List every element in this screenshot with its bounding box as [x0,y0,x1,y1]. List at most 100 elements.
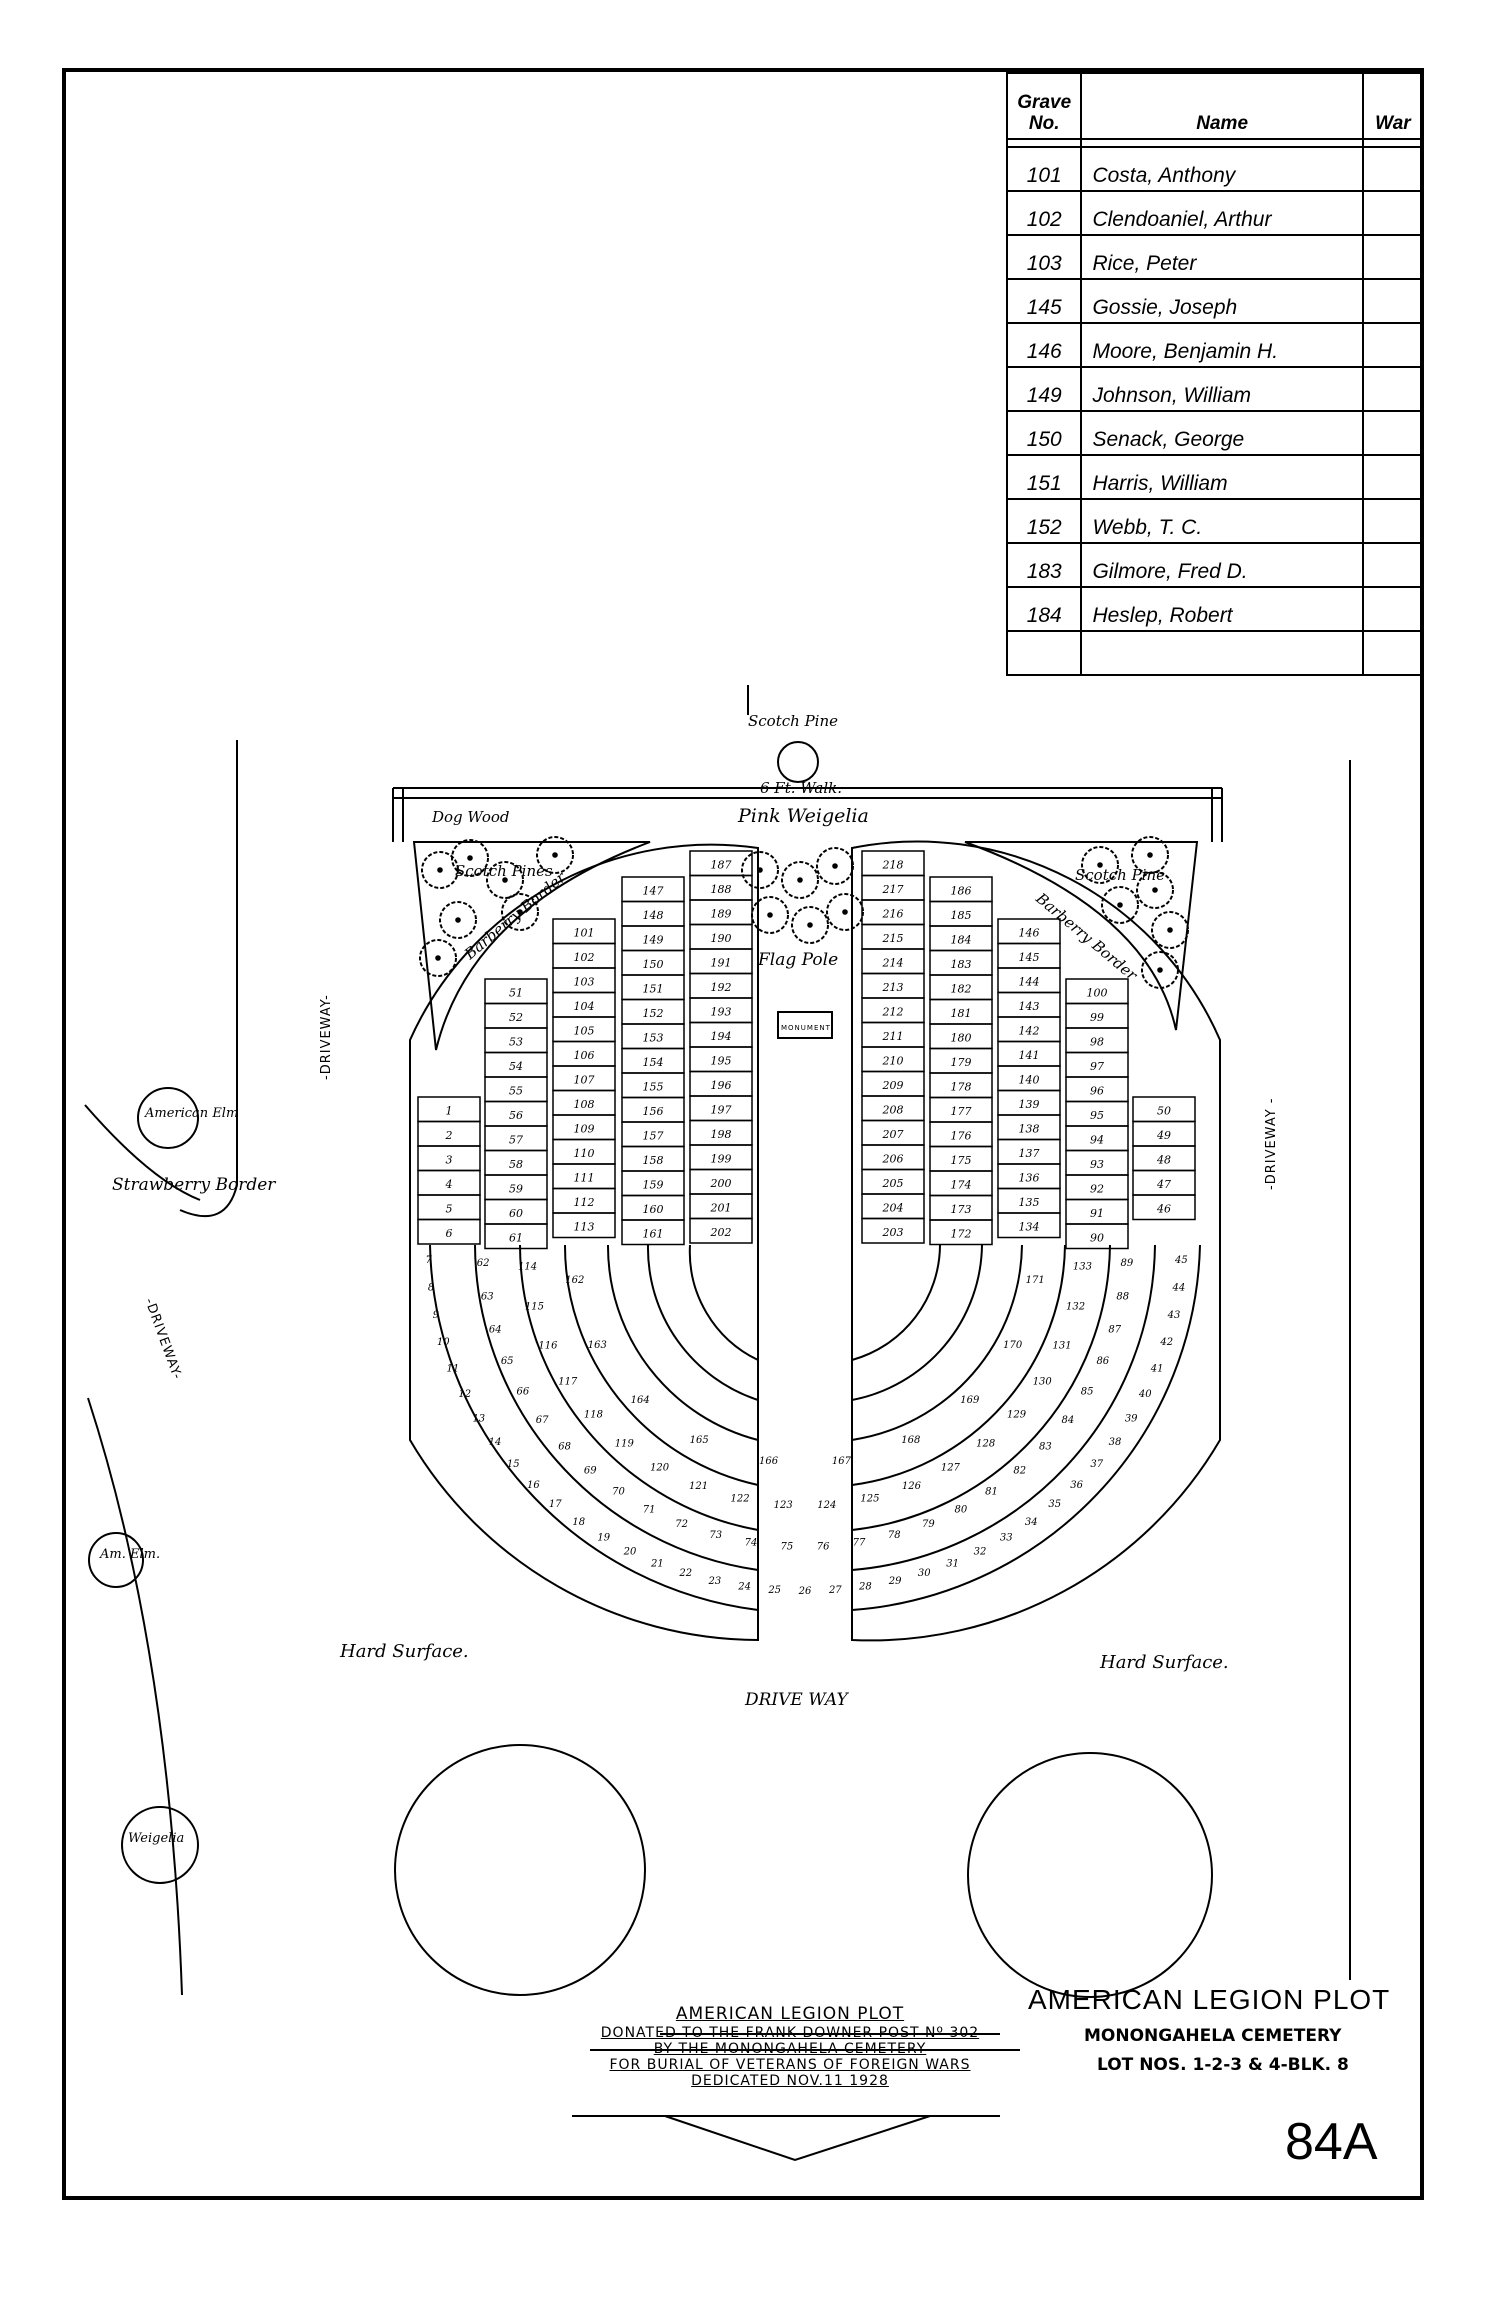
grave-number-cell: 183 [1005,542,1083,588]
shrub-center-icon [1157,967,1163,973]
ring-grave-number: 121 [689,1481,708,1492]
ring-grave-number: 82 [1013,1465,1026,1476]
ring-grave-number: 169 [960,1395,980,1406]
grave-plot: 160 [621,1194,685,1221]
ring-grave-number: 165 [690,1435,709,1446]
grave-plot: 60 [484,1198,548,1225]
shrub-center-icon [502,877,508,883]
grave-plot-number: 138 [1019,1123,1040,1136]
grave-plot-number: 98 [1090,1036,1104,1049]
grave-plot-number: 180 [951,1032,972,1045]
grave-war-cell [1361,278,1425,324]
shrub-center-icon [757,867,763,873]
grave-plot-number: 156 [643,1105,664,1118]
shrub-icon [1136,871,1174,909]
grave-plot-number: 209 [882,1079,904,1092]
grave-war-cell [1361,454,1425,500]
shrub-center-icon [842,909,848,915]
grave-plot-number: 182 [951,983,972,996]
grave-name-cell: Costa, Anthony [1080,146,1364,192]
ring-grave-number: 35 [1048,1499,1061,1510]
grave-plot: 161 [621,1219,685,1246]
ring-grave-number: 123 [774,1500,793,1511]
ring-grave-number: 68 [558,1441,571,1452]
grave-plot: 184 [929,925,993,952]
grave-plot: 46 [1132,1194,1196,1221]
grave-plot-number: 195 [711,1055,732,1068]
grave-plot: 98 [1065,1027,1129,1054]
ring-grave-number: 39 [1125,1413,1138,1424]
grave-plot-number: 215 [882,932,904,945]
grave-plot-number: 48 [1156,1154,1171,1167]
shrub-center-icon [437,867,443,873]
grave-plot: 144 [997,967,1061,994]
grave-plot: 182 [929,974,993,1001]
shrub-icon [1131,836,1169,874]
grave-plot-number: 59 [509,1183,523,1196]
grave-plot-number: 181 [951,1007,972,1020]
grave-plot: 110 [552,1138,616,1165]
grave-plot-box [484,1223,548,1250]
ring-grave-number: 34 [1025,1517,1038,1528]
grave-war-cell [1361,542,1425,588]
grave-plot: 96 [1065,1076,1129,1103]
grave-plot: 142 [997,1016,1061,1043]
grave-name-cell [1080,630,1364,676]
shrub-icon [826,893,864,931]
grave-plot-number: 205 [882,1177,904,1190]
grave-plot-number: 113 [574,1221,595,1234]
shrub-center-icon [807,922,813,928]
grave-name-cell: Harris, William [1080,454,1364,500]
ring-grave-number: 43 [1167,1310,1181,1321]
grave-plot-number: 52 [509,1011,523,1024]
grave-plot: 151 [621,974,685,1001]
ring-grave-number: 170 [1003,1340,1023,1351]
grave-plot: 111 [552,1163,616,1190]
shrub-center-icon [1147,852,1153,858]
grave-plot-box [552,1212,616,1239]
grave-name-cell: Moore, Benjamin H. [1080,322,1364,368]
grave-plot-number: 188 [711,883,732,896]
ring-grave-number: 21 [650,1558,664,1569]
shrub-center-icon [1167,927,1173,933]
grave-plot-number: 149 [643,934,664,947]
grave-number-cell: 146 [1005,322,1083,368]
shrub-center-icon [435,955,441,961]
grave-plot: 197 [689,1095,753,1122]
ring-grave-number: 73 [709,1530,722,1541]
grave-plot-number: 185 [951,909,972,922]
sheet-number: 84A [1285,2113,1378,2171]
grave-plot: 208 [861,1095,925,1122]
grave-number-cell: 184 [1005,586,1083,632]
grave-plot-number: 196 [711,1079,732,1092]
grave-plot-number: 51 [509,987,523,1000]
grave-plot-number: 143 [1019,1000,1040,1013]
grave-war-cell [1361,410,1425,456]
grave-plot: 56 [484,1100,548,1127]
grave-plot: 5 [417,1194,481,1221]
grave-plot: 192 [689,972,753,999]
grave-plot-number: 136 [1019,1172,1040,1185]
ring-grave-number: 15 [507,1459,520,1470]
grave-name-cell: Gilmore, Fred D. [1080,542,1364,588]
ring-grave-number: 31 [946,1558,959,1569]
grave-plot: 137 [997,1138,1061,1165]
grave-plot: 2 [417,1120,481,1147]
grave-plot: 138 [997,1114,1061,1141]
ring-grave-number: 22 [678,1568,692,1579]
grave-plot-number: 210 [882,1055,904,1068]
title-block-lots: LOT NOS. 1-2-3 & 4-BLK. 8 [1097,2055,1349,2075]
dedication-line-4: FOR BURIAL OF VETERANS OF FOREIGN WARS [609,2057,971,2073]
grave-plot: 203 [861,1217,925,1244]
grave-plot-number: 175 [951,1154,972,1167]
grave-plot: 211 [861,1021,925,1048]
grave-plot-number: 158 [643,1154,664,1167]
grave-plot-number: 189 [711,908,732,921]
ring-grave-number: 114 [518,1261,537,1272]
ring-grave-number: 89 [1120,1258,1133,1269]
title-block-cemetery: MONONGAHELA CEMETERY [1084,2026,1342,2046]
grave-plot: 212 [861,997,925,1024]
